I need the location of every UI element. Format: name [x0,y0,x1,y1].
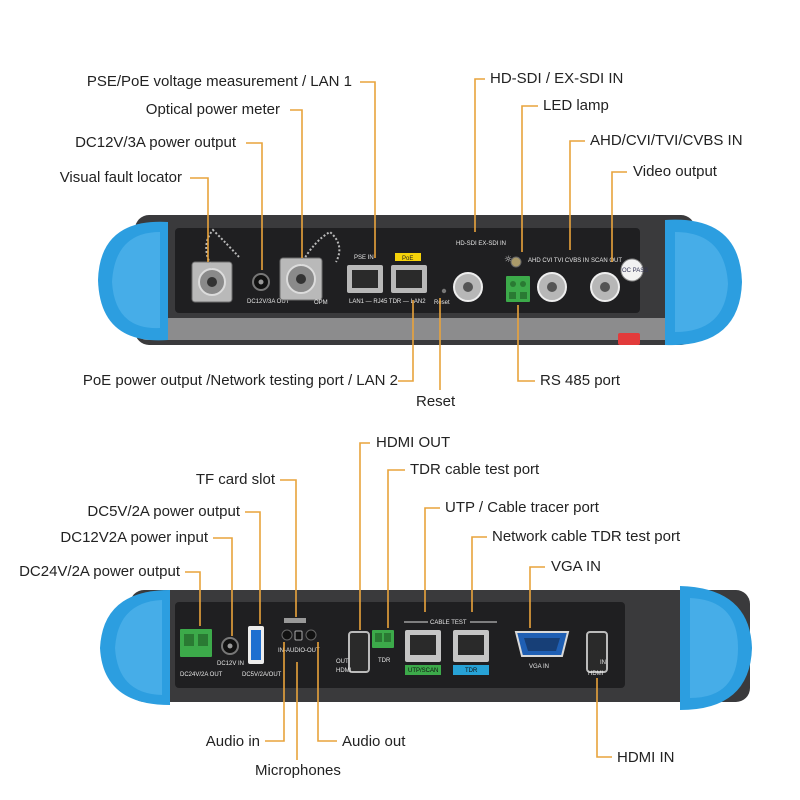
label-dc12v2a-power-input: DC12V2A power input [60,529,208,546]
dc12v-output-jack: DC12V/3A OUT [247,273,290,305]
tf-audio-block: IN-AUDIO-OUT [278,618,320,654]
scan-out-bnc: SCAN OUT [590,258,622,302]
leader-tdr [387,469,405,628]
leader-rs485 [517,305,535,382]
label-optical-power-meter: Optical power meter [145,101,280,118]
leader-audio-out [317,642,337,742]
top-device: DC12V/3A OUT OPM PSE IN PoE LAN1 — RJ45 … [98,215,742,346]
hdsdi-text: HD-SDI EX-SDI IN [456,241,506,247]
label-microphones: Microphones [255,762,341,779]
cable-test-text: CABLE TEST [430,620,467,626]
label-utp-cable-tracer-port: UTP / Cable tracer port [445,499,599,516]
leader-pse [360,81,376,258]
leader-hdsdi [474,78,485,232]
vfl-connector [191,228,241,303]
leader-dc12-out [246,142,263,270]
hdmi-in-port: IN HDMI [586,631,608,677]
hdmi-out-port: OUT HDMI [336,631,370,674]
leader-ahd [569,140,585,250]
qc-pass-sticker: OC PASS [620,258,648,282]
label-dc12v-3a-output: DC12V/3A power output [75,134,236,151]
utp-scan-text: UTP/SCAN [408,668,438,674]
reset-hole: Reset [434,288,450,306]
dc24-text: DC24V/2A OUT [180,672,223,678]
in-text: IN [600,660,606,666]
vga-port: VGA IN [514,631,570,670]
label-ahd-cvi-tvi-cvbs-in: AHD/CVI/TVI/CVBS IN [590,132,743,149]
vga-text: VGA IN [529,664,549,670]
label-audio-in: Audio in [205,733,260,750]
led-lamp: ☼ [504,255,522,268]
dc24-terminal: DC24V/2A OUT [180,629,223,678]
pse-in-text: PSE IN [354,255,374,261]
badge-text: OC PASS [622,268,648,274]
svg-text:☼: ☼ [504,255,512,265]
audio-text: IN-AUDIO-OUT [278,648,320,654]
leader-video-out [611,171,627,262]
label-hdmi-in: HDMI IN [617,749,675,766]
dc12-input-jack: DC12V IN [217,637,244,667]
dc12-text: DC12V IN [217,661,244,667]
usb-port: DC5V/2A/OUT [242,626,282,678]
lan-row-text: LAN1 — RJ45 TDR — LAN2 [349,299,426,305]
leader-hdmi-out [359,442,370,630]
tdr-terminal: TDR [372,630,394,664]
label-dc5v-2a-output: DC5V/2A power output [87,503,240,520]
lan-ports: PSE IN PoE LAN1 — RJ45 TDR — LAN2 [347,253,427,305]
label-audio-out: Audio out [342,733,406,750]
scan-out-text: SCAN OUT [591,258,622,264]
rs485-terminal [506,276,530,302]
ahd-text: AHD CVI TVI CVBS IN [528,258,589,264]
leader-lines [185,78,627,760]
hdmi-in-text: HDMI [588,671,604,677]
leader-opm [290,109,303,258]
leader-net-tdr [471,536,487,612]
tdr-text: TDR [378,658,391,664]
leader-vga [529,566,545,628]
leader-utp [424,507,440,612]
label-hdsdi-exsdi-in: HD-SDI / EX-SDI IN [490,70,624,87]
opm-text: OPM [314,300,328,306]
label-tf-card-slot: TF card slot [195,471,275,488]
microphone-hole [294,630,303,641]
label-pse-poe-lan1: PSE/PoE voltage measurement / LAN 1 [86,73,352,90]
tdr-tag-text: TDR [465,668,478,674]
label-dc24v-2a-output: DC24V/2A power output [19,563,180,580]
ahd-bnc: AHD CVI TVI CVBS IN [528,258,589,302]
cable-test-ports: CABLE TEST UTP/SCAN TDR [404,618,497,675]
dc5-text: DC5V/2A/OUT [242,672,282,678]
leader-vfl [190,177,209,262]
reset-text: Reset [434,300,450,306]
label-vga-in: VGA IN [551,558,602,575]
out-text: OUT [336,659,349,665]
audio-out-jack [305,629,317,641]
dc-out-text: DC12V/3A OUT [247,299,290,305]
leader-audio-in [265,642,285,742]
leader-led [521,105,538,252]
leader-dc5 [245,511,261,624]
opm-connector: OPM [279,230,341,306]
label-video-output: Video output [633,163,717,180]
leader-dc24 [185,571,201,626]
label-poe-output-lan2: PoE power output /Network testing port /… [82,372,398,389]
leader-dc12-in [213,537,233,636]
label-hdmi-out: HDMI OUT [376,434,451,451]
label-network-cable-tdr-port: Network cable TDR test port [492,528,681,545]
hdmi-out-text: HDMI [336,668,352,674]
leader-hdmi-in [596,678,612,758]
label-reset: Reset [416,393,456,410]
leader-tf [280,479,297,617]
tf-card-slot [284,618,306,623]
hdsdi-bnc: HD-SDI EX-SDI IN [453,241,506,302]
poe-text: PoE [402,256,413,262]
bottom-connector-panel [175,602,625,688]
label-rs485-port: RS 485 port [540,372,621,389]
label-led-lamp: LED lamp [543,97,609,114]
leader-poe-out [398,300,414,382]
bottom-device: DC24V/2A OUT DC12V IN DC5V/2A/OUT IN-AUD… [100,586,752,710]
audio-in-jack [281,629,293,641]
label-tdr-cable-test-port: TDR cable test port [410,461,540,478]
label-visual-fault-locator: Visual fault locator [59,169,182,186]
